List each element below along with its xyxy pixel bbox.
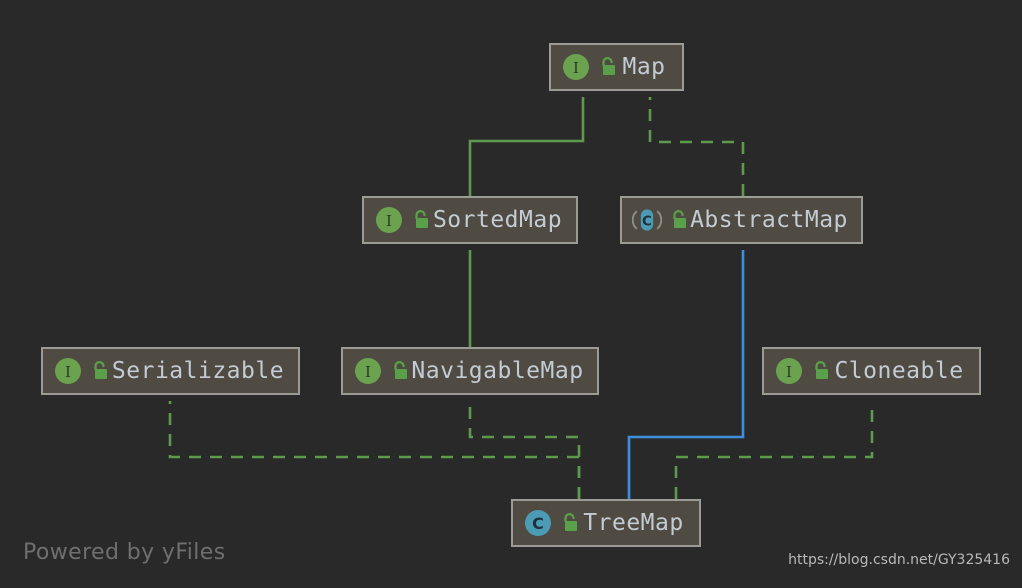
svg-text:I: I	[573, 59, 579, 77]
interface-icon: I	[563, 54, 589, 80]
node-label-serializable: Serializable	[111, 358, 285, 384]
interface-icon: I	[376, 207, 402, 233]
uml-node-serializable[interactable]: I Serializable	[41, 347, 300, 395]
unlocked-lock-icon	[673, 209, 686, 228]
unlocked-lock-icon	[94, 360, 107, 379]
interface-icon: I	[776, 358, 802, 384]
interface-icon: I	[55, 358, 81, 384]
uml-node-navigablemap[interactable]: I NavigableMap	[341, 347, 599, 395]
watermark-url: https://blog.csdn.net/GY325416	[788, 552, 1010, 568]
class-icon: C	[525, 510, 551, 536]
edge-sortedmap-to-map	[468, 97, 585, 196]
node-icon-group: I	[764, 356, 831, 386]
unlocked-lock-icon	[394, 360, 407, 379]
powered-by-yfiles-label: Powered by yFiles	[23, 540, 226, 565]
svg-text:I: I	[786, 363, 792, 381]
unlocked-lock-icon	[564, 512, 577, 531]
svg-text:I: I	[365, 363, 371, 381]
edge-treemap-to-abstractmap	[627, 250, 745, 499]
uml-node-sortedmap[interactable]: I SortedMap	[362, 196, 578, 244]
svg-text:C: C	[532, 514, 544, 533]
node-icon-group: I	[364, 205, 431, 235]
uml-node-treemap[interactable]: C TreeMap	[511, 499, 701, 547]
svg-text:I: I	[386, 212, 392, 230]
node-label-abstractmap: AbstractMap	[690, 207, 848, 233]
edge-treemap-to-navigablemap	[468, 401, 581, 499]
node-icon-group: C	[622, 205, 689, 235]
node-label-navigablemap: NavigableMap	[411, 358, 584, 384]
node-icon-group: I	[43, 356, 110, 386]
edge-abstractmap-to-map	[648, 97, 745, 196]
unlocked-lock-icon	[815, 360, 828, 379]
unlocked-lock-icon	[415, 209, 428, 228]
edge-treemap-to-serializable	[168, 401, 581, 499]
node-icon-group: C	[513, 508, 580, 538]
svg-text:C: C	[642, 214, 652, 229]
interface-icon: I	[355, 358, 381, 384]
node-label-sortedmap: SortedMap	[432, 207, 563, 233]
node-icon-group: I	[343, 356, 410, 386]
node-label-treemap: TreeMap	[583, 510, 684, 536]
unlocked-lock-icon	[602, 56, 615, 75]
node-icon-group: I	[551, 52, 618, 82]
uml-node-abstractmap[interactable]: C AbstractMap	[620, 196, 863, 244]
node-label-map: Map	[622, 54, 666, 80]
svg-text:I: I	[65, 363, 71, 381]
abstract-class-icon: C	[632, 209, 662, 231]
uml-node-map[interactable]: I Map	[549, 43, 684, 91]
node-label-cloneable: Cloneable	[834, 358, 964, 384]
edge-treemap-to-cloneable	[674, 401, 874, 499]
uml-node-cloneable[interactable]: I Cloneable	[762, 347, 981, 395]
